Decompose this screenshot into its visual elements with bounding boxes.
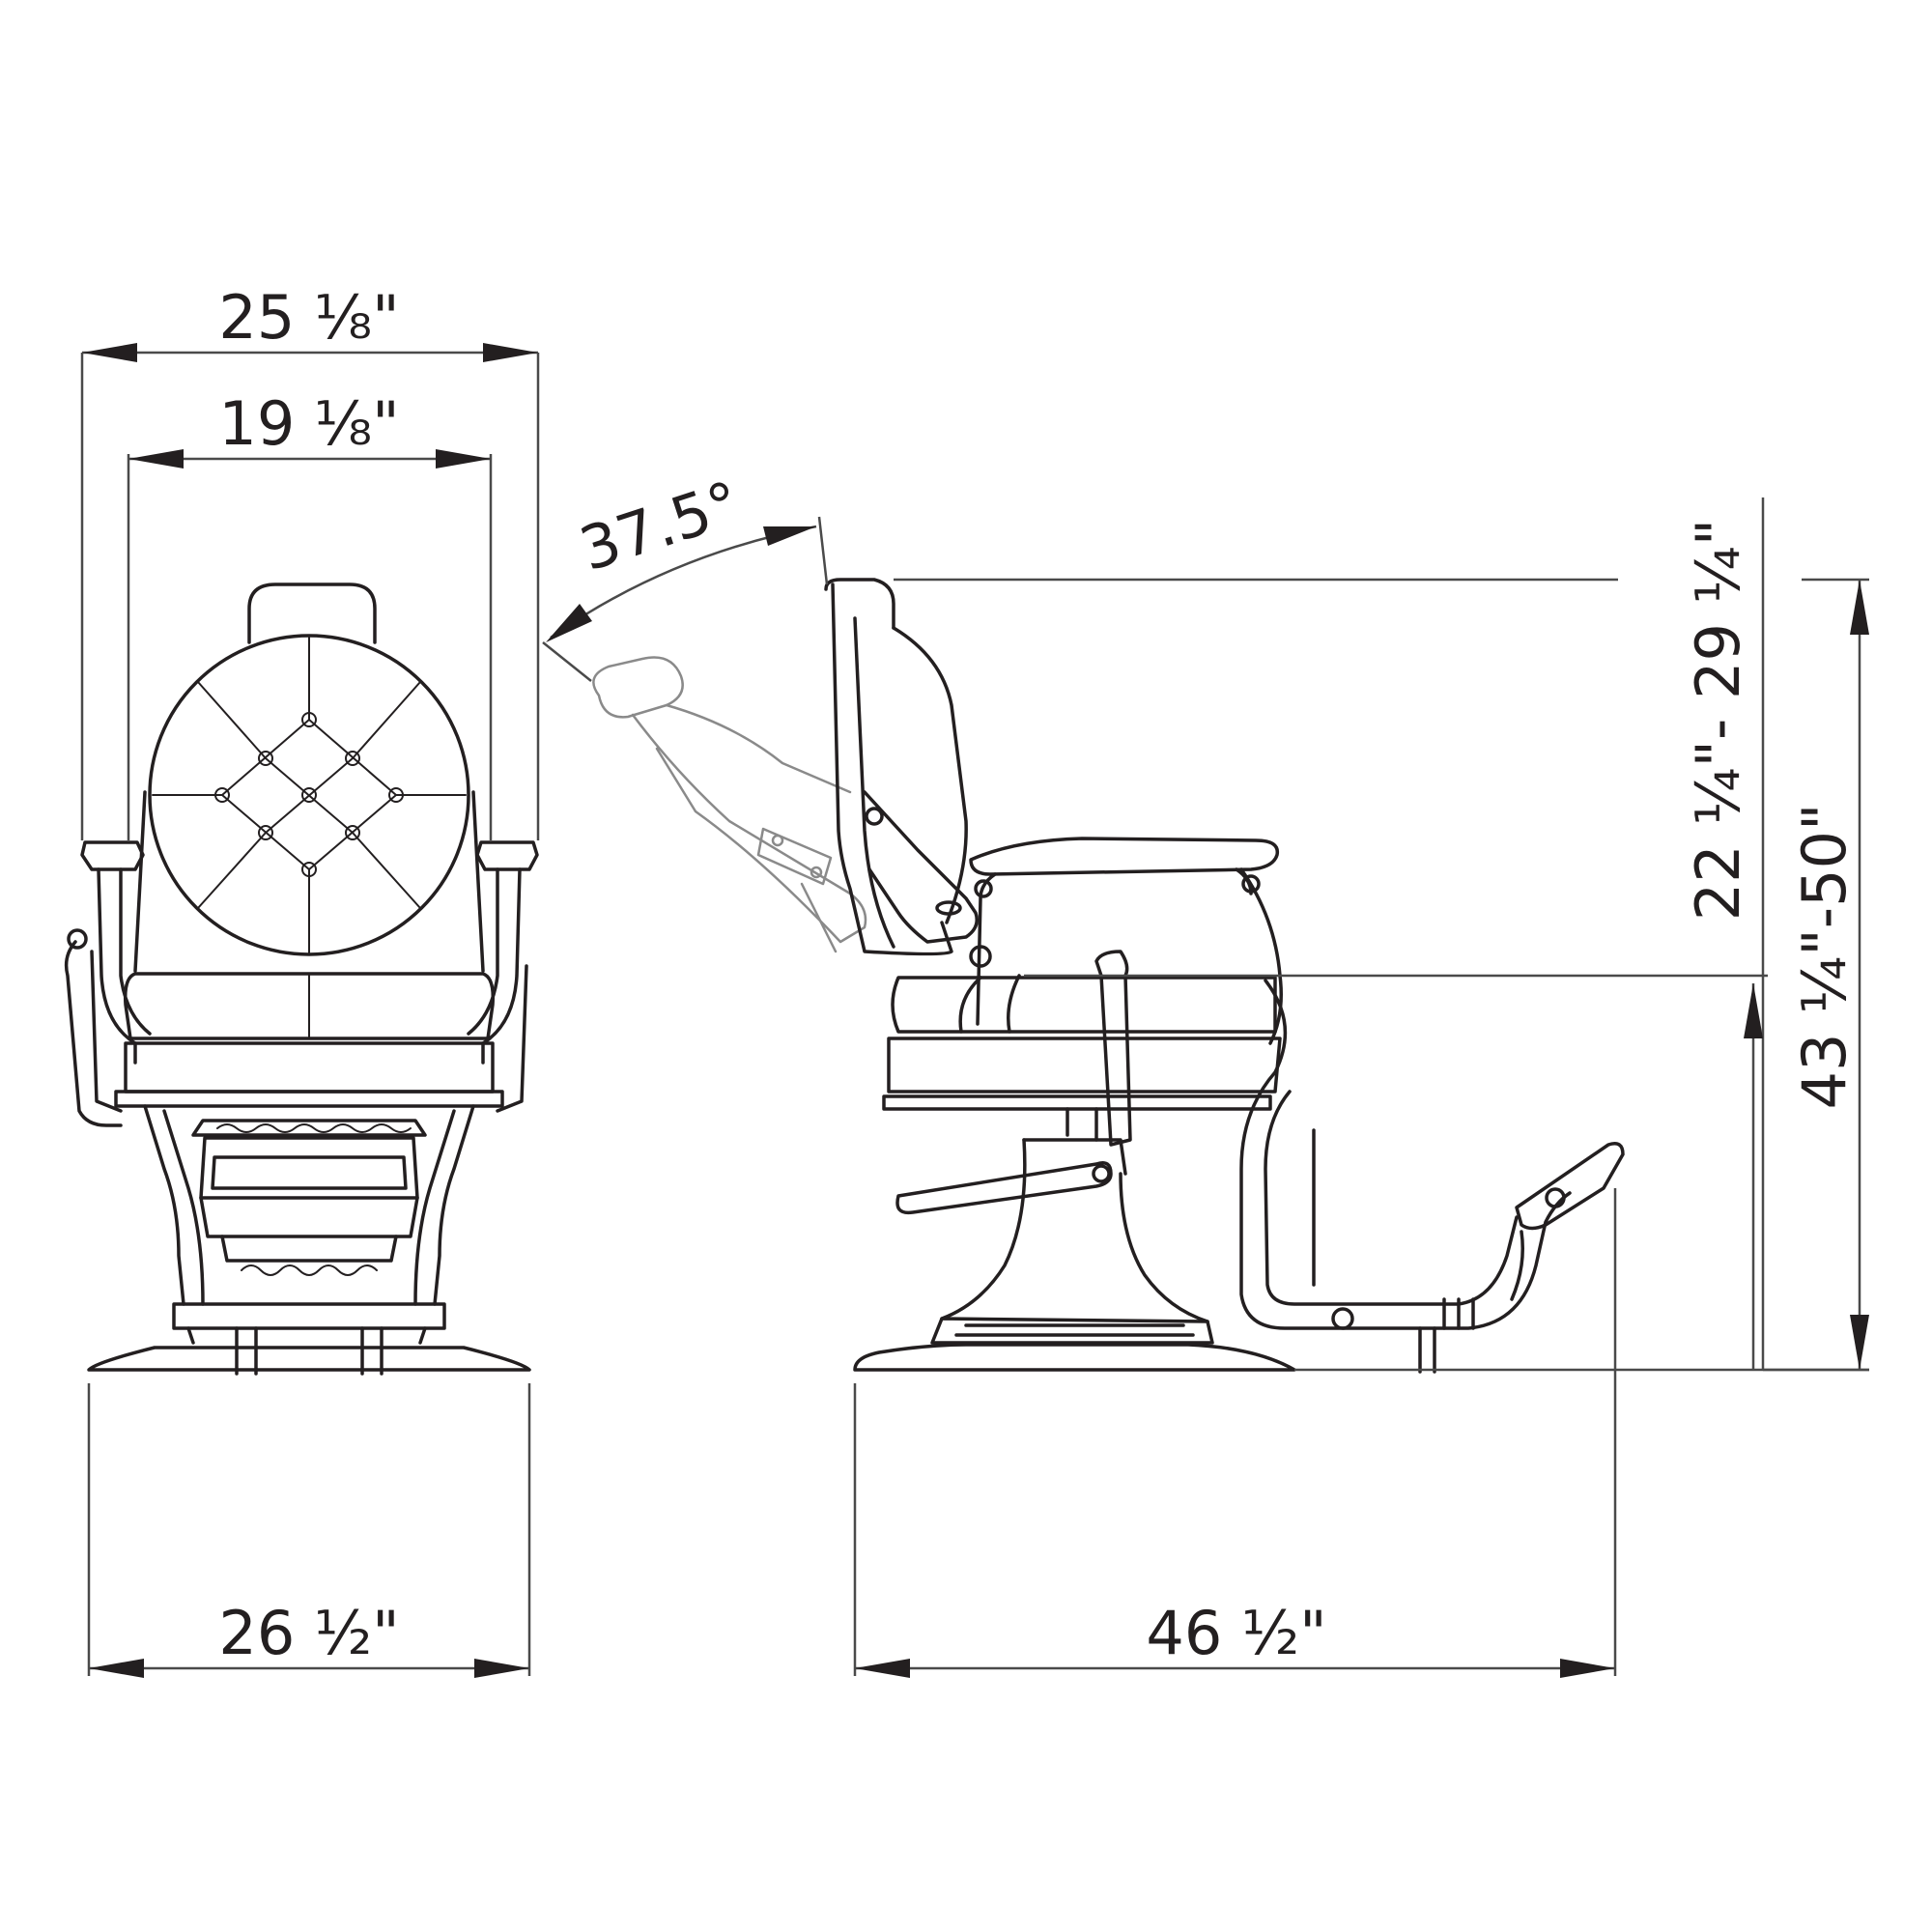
dim-label-overall-length: 46 ½" <box>1146 1598 1326 1668</box>
dim-overall-length-side: 46 ½" <box>853 1188 1617 1678</box>
dim-base-width-front: 26 ½" <box>87 1383 531 1678</box>
dim-inner-width-front: 19 ⅛" <box>127 388 493 840</box>
reclined-back-outline <box>592 656 867 953</box>
dim-label-back-height-range: 22 ¼"- 29 ¼" <box>1683 519 1753 922</box>
dim-recline-angle: 37.5° <box>542 468 829 682</box>
dim-label-overall-width: 25 ⅛" <box>218 282 399 353</box>
dim-label-overall-height-range: 43 ¼"-50" <box>1789 804 1860 1110</box>
dim-overall-width-front: 25 ⅛" <box>80 282 540 840</box>
dim-overall-height-range: 43 ¼"-50" <box>1294 578 1869 1372</box>
dim-label-base-width: 26 ½" <box>218 1598 399 1668</box>
dim-label-recline-angle: 37.5° <box>572 468 749 585</box>
dim-label-inner-width: 19 ⅛" <box>218 388 399 459</box>
tufting-pattern <box>152 637 467 955</box>
front-view <box>64 582 539 1376</box>
dim-back-height-range: 22 ¼"- 29 ¼" <box>894 497 1768 1370</box>
side-view <box>592 578 1625 1374</box>
